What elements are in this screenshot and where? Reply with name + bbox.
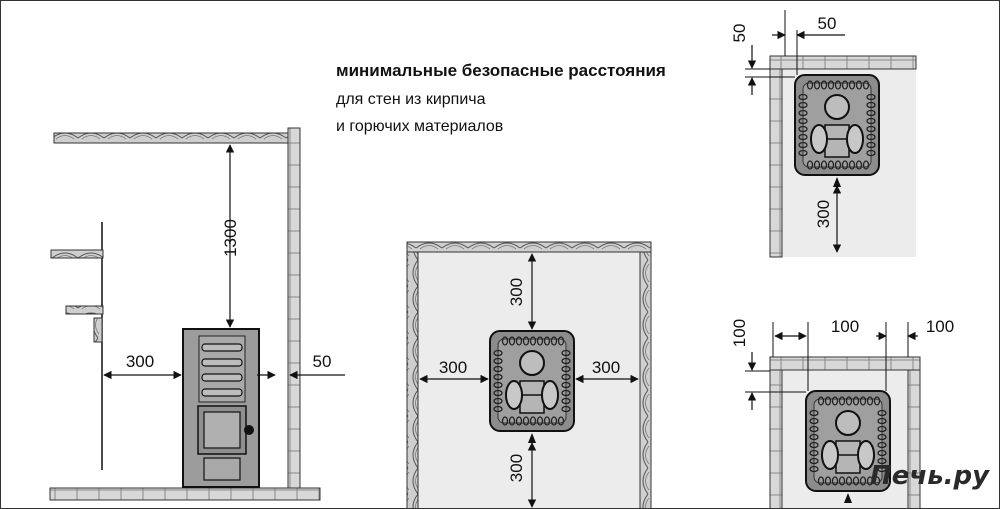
stove-side: [182, 328, 260, 488]
brick-wall-left: [769, 369, 783, 509]
brick-wall-right: [287, 127, 301, 491]
dimension-label-right: 50: [313, 352, 332, 371]
wall-left: [406, 251, 419, 509]
dimension-label-right: 300: [592, 358, 620, 377]
dimension-label-top: 300: [507, 278, 526, 306]
dimension-label-gap-right: 100: [926, 317, 954, 336]
heading-line-1: для стен из кирпича: [336, 91, 486, 108]
shelf-lower: [65, 305, 104, 315]
stove-top-view: [794, 74, 880, 188]
watermark-logo: Печь.ру: [870, 461, 990, 491]
dimension-label-left: 300: [439, 358, 467, 377]
floor: [49, 487, 321, 501]
dimension-label-horizontal: 50: [818, 14, 837, 33]
dimension-label-left: 300: [126, 352, 154, 371]
heading: минимальные безопасные расстояния для ст…: [336, 61, 666, 135]
dimension-label-front: 300: [814, 200, 833, 228]
heading-line-2: и горючих материалов: [336, 118, 503, 135]
wall-right: [639, 251, 652, 509]
shelf-upper: [50, 249, 104, 259]
dimension-label-vertical: 50: [730, 24, 749, 43]
stove-top-view: [489, 330, 575, 444]
side-view: 1300 300 50: [49, 127, 345, 501]
center-plan: 300 300 300 300: [406, 241, 652, 509]
dimension-label-height: 1300: [221, 219, 240, 257]
wall-panel: [93, 317, 103, 343]
corner-plan-a: 50 50 300: [730, 10, 917, 258]
corner-plan-b: 100 100 100: [730, 317, 954, 509]
dimension-label-vertical: 100: [730, 319, 749, 347]
dimension-label-bottom: 300: [507, 454, 526, 482]
brick-wall-top: [769, 356, 921, 371]
brick-wall-top: [769, 55, 917, 70]
heading-title: минимальные безопасные расстояния: [336, 61, 666, 80]
brick-wall-right: [907, 369, 921, 509]
ceiling: [53, 132, 289, 144]
brick-wall-left: [769, 68, 783, 258]
wall-top: [406, 241, 652, 253]
dimension-label-gap-left: 100: [831, 317, 859, 336]
